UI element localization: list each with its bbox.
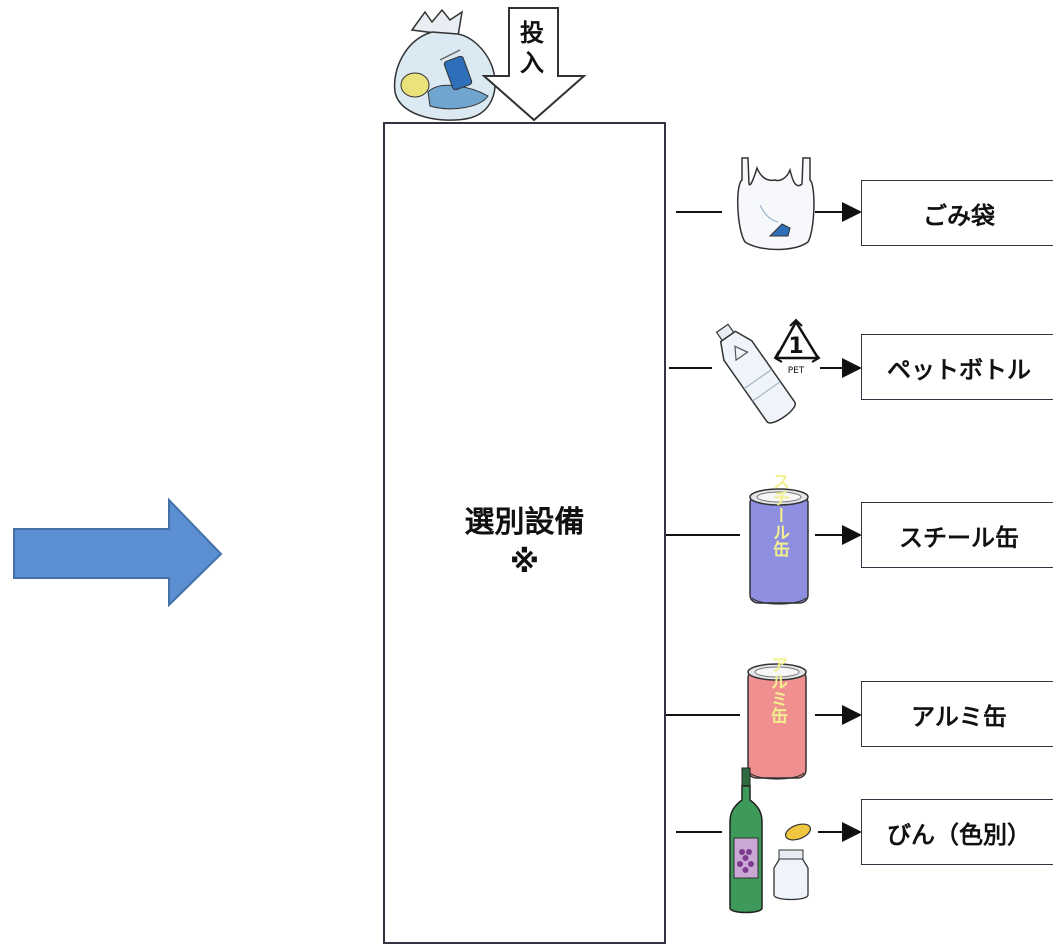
aluminum-can-icon: アルミ缶 [747,656,807,780]
pet-bottle-icon [715,323,796,424]
sorting-facility-note-mark: ※ [509,545,540,580]
input-down-arrow-icon [481,7,587,122]
sorting-facility-box [383,122,666,944]
output-garbage-bag: ごみ袋 [861,180,1053,246]
connector-lines [662,202,862,842]
output-steel-can: スチール缶 [861,502,1053,568]
output-glass-bottle: びん（色別） [861,799,1053,865]
input-label: 投入 [520,19,544,77]
output-glass-bottle-label: びん（色別） [887,820,1031,849]
steel-can-label: スチール缶 [769,473,790,558]
recycle-number: 1 [788,334,803,359]
glass-bottle-icon [729,767,812,914]
steel-can-icon: スチール缶 [749,473,809,605]
output-aluminum-can-label: アルミ缶 [911,702,1007,731]
sorting-facility-label: 選別設備 [464,505,585,540]
output-pet-bottle: ペットボトル [861,334,1053,400]
big-right-arrow-icon [13,497,223,608]
output-steel-can-label: スチール缶 [899,523,1019,552]
garbage-bag-icon [393,8,496,121]
output-garbage-bag-label: ごみ袋 [923,201,995,230]
aluminum-can-label: アルミ缶 [767,656,788,724]
plastic-bag-icon [736,157,815,251]
pet-recycle-symbol-icon: 1 PET [773,318,821,376]
recycle-code: PET [788,366,805,376]
output-pet-bottle-label: ペットボトル [887,355,1031,384]
output-aluminum-can: アルミ缶 [861,681,1053,747]
